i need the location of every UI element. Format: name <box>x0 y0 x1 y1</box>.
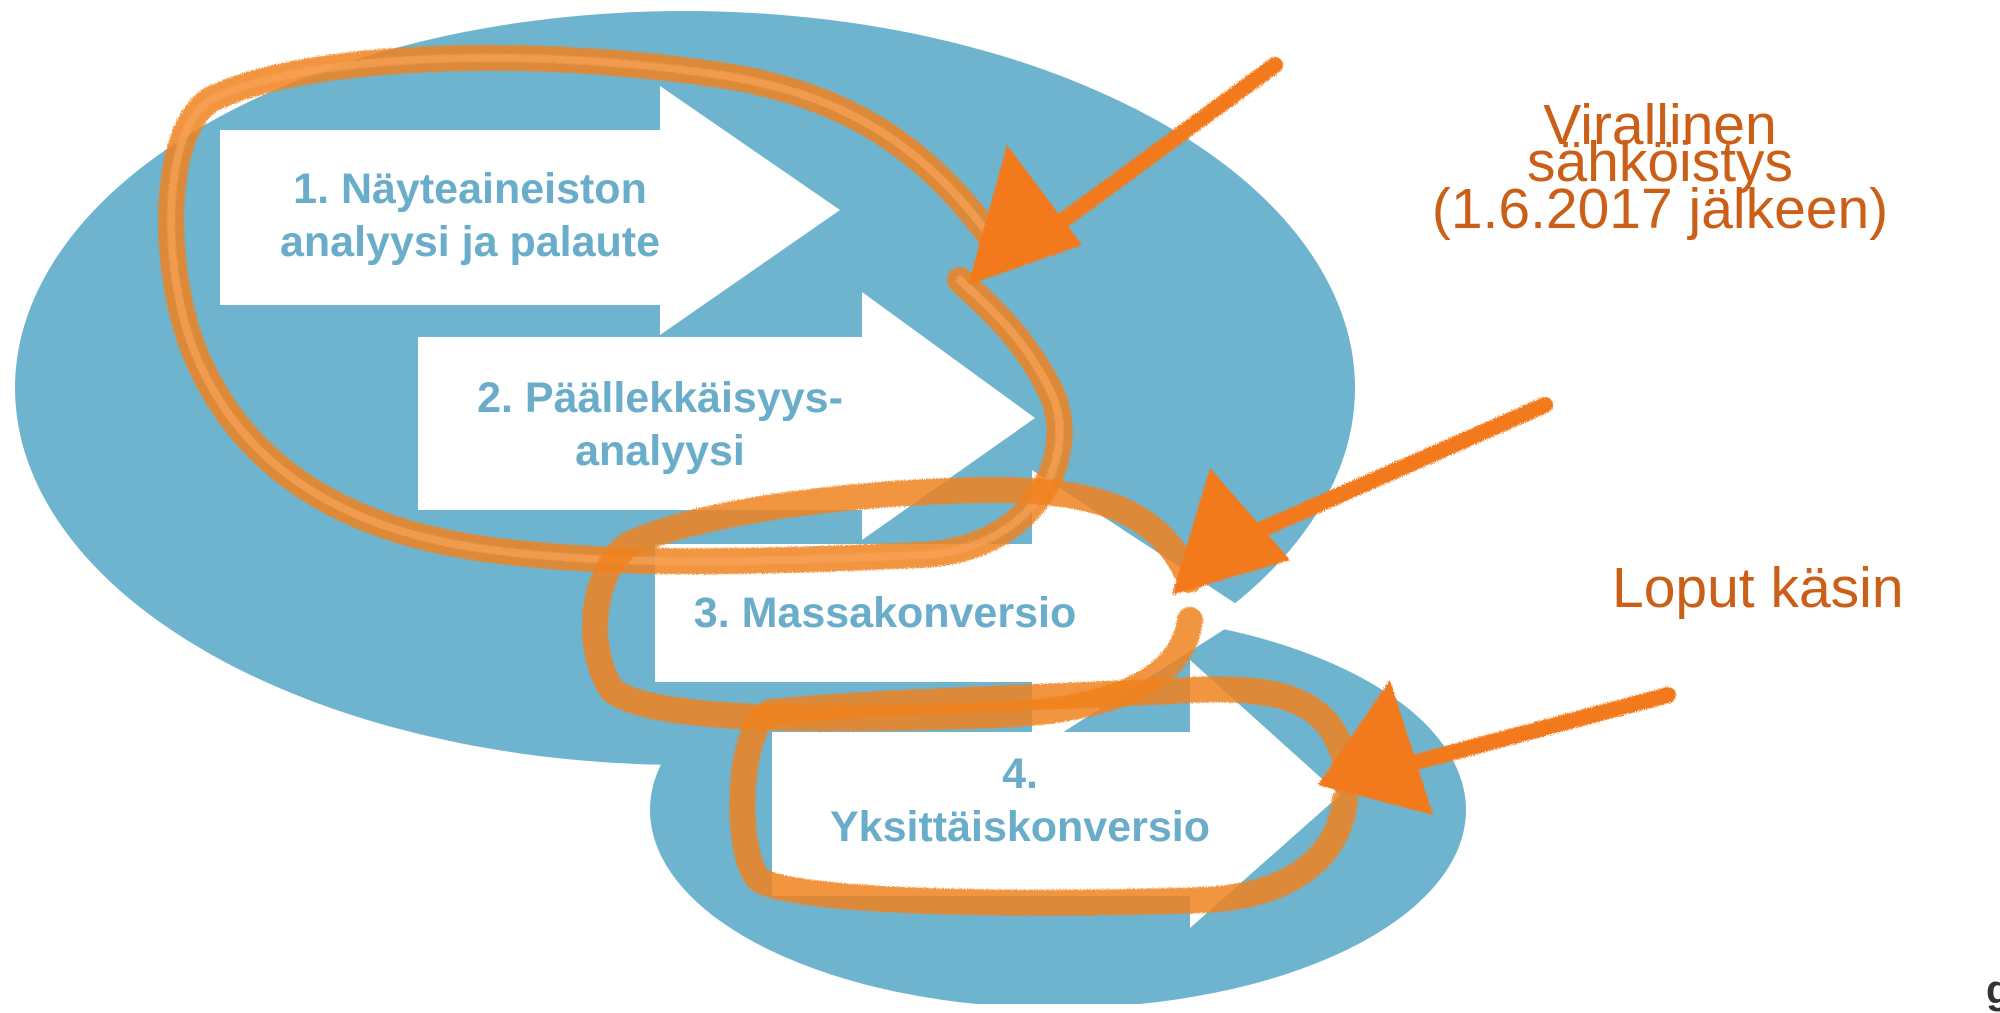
manual-arrowhead-lower <box>1318 680 1433 815</box>
official-line-3: (1.6.2017 jälkeen) <box>1431 177 1889 241</box>
official-label: Virallinen sähköistys (1.6.2017 jälkeen) <box>1360 93 1960 241</box>
step-2-line-2: analyysi <box>575 427 745 475</box>
step-2-arrow <box>418 292 1035 540</box>
manual-label: Loput käsin <box>1612 556 1904 620</box>
step-1-line-1: 1. Näyteaineiston <box>293 165 647 213</box>
manual-arrow-shaft-lower <box>1397 687 1676 773</box>
corner-mark: g <box>1986 968 2000 1012</box>
official-arrow-shaft <box>1042 57 1283 238</box>
step-4-line-1: 4. <box>1002 750 1038 798</box>
step-4-label: 4. Yksittäiskonversio <box>780 748 1260 854</box>
step-3-line-1: 3. Massakonversio <box>693 589 1077 637</box>
official-arrowhead <box>968 145 1082 285</box>
step-1-line-2: analyysi ja palaute <box>279 218 661 266</box>
step-2-line-1: 2. Päällekkäisyys- <box>477 374 843 422</box>
step-4-arrow <box>772 660 1340 928</box>
step-1-label: 1. Näyteaineiston analyysi ja palaute <box>230 163 710 269</box>
manual-arrow-shaft-upper <box>1252 397 1553 538</box>
official-line-1: Virallinen <box>1543 93 1777 157</box>
step-4-line-2: Yksittäiskonversio <box>829 803 1210 851</box>
official-line-2: sähköistys <box>1526 130 1794 194</box>
step-1-arrow <box>220 86 840 335</box>
step-3-label: 3. Massakonversio <box>640 587 1130 640</box>
loop-3-stroke <box>729 676 1358 916</box>
loop-2-stroke <box>582 477 1203 732</box>
manual-arrowhead-upper <box>1172 468 1290 595</box>
step-2-label: 2. Päällekkäisyys- analyysi <box>420 372 900 478</box>
